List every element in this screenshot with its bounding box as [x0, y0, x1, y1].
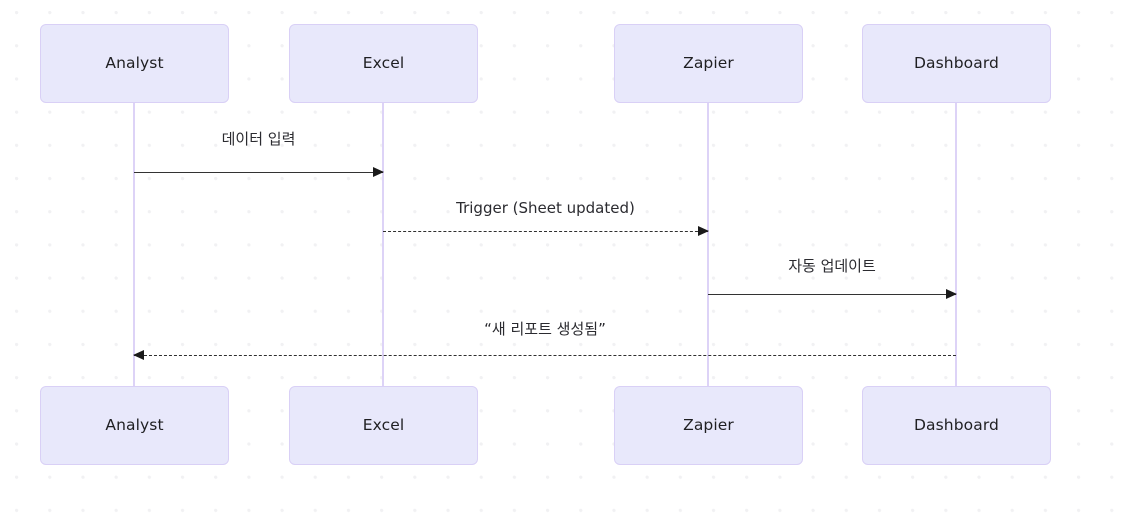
message-line	[383, 231, 708, 232]
participant-analyst-top[interactable]: Analyst	[40, 24, 229, 103]
participant-analyst-bottom[interactable]: Analyst	[40, 386, 229, 465]
message-label-trigger: Trigger (Sheet updated)	[456, 199, 635, 217]
participant-excel-top[interactable]: Excel	[289, 24, 478, 103]
participant-zapier-top[interactable]: Zapier	[614, 24, 803, 103]
participant-zapier-bottom[interactable]: Zapier	[614, 386, 803, 465]
message-label-data-input: 데이터 입력	[221, 130, 296, 148]
participant-label: Excel	[362, 53, 405, 72]
message-label-auto-update: 자동 업데이트	[788, 257, 876, 275]
participant-label: Excel	[362, 415, 405, 434]
participant-excel-bottom[interactable]: Excel	[289, 386, 478, 465]
participant-dashboard-bottom[interactable]: Dashboard	[862, 386, 1051, 465]
lifeline-dashboard	[955, 103, 957, 386]
participant-label: Dashboard	[914, 53, 999, 72]
message-line	[134, 355, 956, 356]
participant-label: Zapier	[683, 415, 734, 434]
lifeline-excel	[382, 103, 384, 386]
participant-label: Zapier	[683, 53, 734, 72]
message-label-report-created: “새 리포트 생성됨”	[484, 320, 606, 338]
participant-label: Analyst	[105, 415, 164, 434]
message-line	[708, 294, 956, 295]
lifeline-zapier	[707, 103, 709, 386]
arrowhead-icon	[373, 166, 384, 177]
arrowhead-icon	[133, 349, 144, 360]
message-line	[134, 172, 383, 173]
participant-dashboard-top[interactable]: Dashboard	[862, 24, 1051, 103]
arrowhead-icon	[698, 225, 709, 236]
lifeline-analyst	[133, 103, 135, 386]
arrowhead-icon	[946, 288, 957, 299]
participant-label: Dashboard	[914, 415, 999, 434]
participant-label: Analyst	[105, 53, 164, 72]
